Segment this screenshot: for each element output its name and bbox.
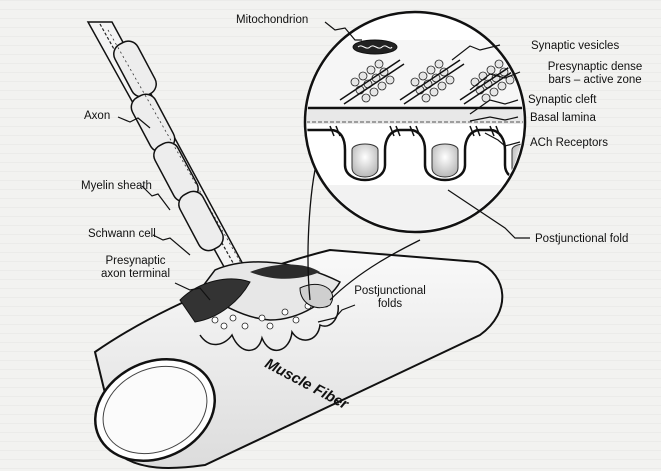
label-presynaptic-dense-line2: bars – active zone xyxy=(530,74,660,87)
label-basal-lamina: Basal lamina xyxy=(530,112,596,125)
label-presynaptic-terminal-line1: Presynaptic xyxy=(88,255,183,268)
label-presynaptic-dense-line1: Presynaptic dense xyxy=(530,61,660,74)
label-presynaptic-dense-bars: Presynaptic dense bars – active zone xyxy=(530,61,660,87)
label-ach-receptors: ACh Receptors xyxy=(530,137,608,150)
magnified-junction xyxy=(300,12,540,245)
label-synaptic-cleft: Synaptic cleft xyxy=(528,94,596,107)
label-axon: Axon xyxy=(84,110,110,123)
label-synaptic-vesicles: Synaptic vesicles xyxy=(531,40,619,53)
label-postjunctional-folds-line2: folds xyxy=(345,298,435,311)
label-mitochondrion: Mitochondrion xyxy=(236,14,308,27)
mitochondrion xyxy=(353,40,397,54)
label-postjunctional-fold: Postjunctional fold xyxy=(535,233,628,246)
label-presynaptic-terminal-line2: axon terminal xyxy=(88,268,183,281)
label-postjunctional-folds-line1: Postjunctional xyxy=(345,285,435,298)
label-schwann-cell: Schwann cell xyxy=(88,228,156,241)
label-postjunctional-folds: Postjunctional folds xyxy=(345,285,435,311)
myelin-sheath xyxy=(110,37,227,254)
label-myelin-sheath: Myelin sheath xyxy=(81,180,152,193)
label-presynaptic-axon-terminal: Presynaptic axon terminal xyxy=(88,255,183,281)
